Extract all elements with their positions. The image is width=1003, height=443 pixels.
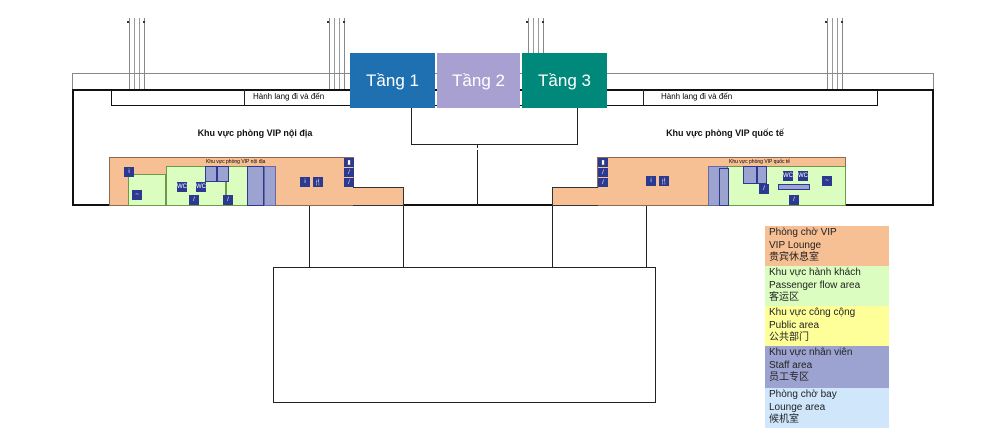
legend-text-zh: 候机室 xyxy=(769,414,799,425)
legend-text-vi: Khu vực công cộng xyxy=(769,307,856,318)
map-label: Khu vực phòng VIP nội địa xyxy=(206,159,266,165)
legend-text-zh: 员工专区 xyxy=(769,372,809,383)
info-icon: i xyxy=(300,177,310,187)
connector-line xyxy=(646,206,647,268)
legend-text-en: Public area xyxy=(769,319,820,331)
smoking-icon: ~ xyxy=(132,190,142,200)
wc-icon: WC xyxy=(196,182,206,192)
stairs-icon: / xyxy=(344,178,354,187)
international-vip-extension xyxy=(552,187,598,206)
escalator-icon: / xyxy=(344,168,354,177)
divider xyxy=(477,144,478,148)
legend-text-zh: 客运区 xyxy=(769,292,799,303)
elevator-icon: ▮ xyxy=(344,158,354,167)
domestic-vip-extension xyxy=(353,187,404,206)
legend-text-en: Lounge area xyxy=(769,401,826,413)
stairs-icon: / xyxy=(189,195,199,205)
corridor-label-left: Hành lang đi và đến xyxy=(253,92,325,101)
international-vip-title: Khu vực phòng VIP quốc tế xyxy=(666,128,784,138)
legend-text-en: VIP Lounge xyxy=(769,239,822,251)
legend-text-en: Staff area xyxy=(769,359,813,371)
stairs-icon: / xyxy=(223,195,233,205)
stairs-icon: / xyxy=(759,184,769,194)
tab-label: Tầng 3 xyxy=(538,70,591,90)
legend-text-vi: Khu vực hành khách xyxy=(769,267,861,278)
domestic-vip-title: Khu vực phòng VIP nội địa xyxy=(197,128,313,138)
corridor-divider xyxy=(244,89,245,106)
pillar xyxy=(825,18,843,90)
pillar xyxy=(127,18,145,90)
stairs-icon: / xyxy=(598,178,608,187)
legend-text-vi: Phòng chờ VIP xyxy=(769,227,837,238)
connector-line xyxy=(552,206,553,268)
wc-icon: WC xyxy=(783,171,793,181)
legend-text-zh: 贵宾休息室 xyxy=(769,252,819,263)
map-label: Khu vực phòng VIP quốc tế xyxy=(729,159,791,165)
info-icon: i xyxy=(124,167,134,177)
tab-label: Tầng 1 xyxy=(366,70,419,90)
restaurant-icon: 🍴 xyxy=(659,176,669,186)
wc-icon: WC xyxy=(177,182,187,192)
divider xyxy=(477,150,478,206)
tab-floor-3[interactable]: Tầng 3 xyxy=(522,53,607,108)
connector-line xyxy=(309,206,310,268)
legend-text-en: Passenger flow area xyxy=(769,279,861,291)
wc-icon: WC xyxy=(798,171,808,181)
smoking-icon: ~ xyxy=(822,176,832,186)
tab-floor-2[interactable]: Tầng 2 xyxy=(437,53,520,108)
elevator-icon: ▮ xyxy=(598,158,608,167)
floor-connector xyxy=(411,106,578,145)
info-icon: i xyxy=(646,176,656,186)
legend-text-vi: Khu vực nhân viên xyxy=(769,347,853,358)
domestic-vip-map[interactable]: i ~ WC WC / / i 🍴 ▮ / / Khu vực phòng VI… xyxy=(109,157,354,206)
international-vip-map[interactable]: ▮ / / i 🍴 WC WC ~ / / Khu vực phòng VIP … xyxy=(597,157,846,206)
legend-text-vi: Phòng chờ bay xyxy=(769,389,837,400)
corridor-divider xyxy=(643,89,644,106)
legend-text-zh: 公共部门 xyxy=(769,332,809,343)
restaurant-icon: 🍴 xyxy=(313,177,323,187)
tab-floor-1[interactable]: Tầng 1 xyxy=(350,53,435,108)
stairs-icon: / xyxy=(789,195,799,205)
tab-label: Tầng 2 xyxy=(452,70,505,90)
lower-block xyxy=(273,267,656,403)
corridor-label-right: Hành lang đi và đến xyxy=(661,92,733,101)
pillar xyxy=(327,18,345,90)
escalator-icon: / xyxy=(598,168,608,177)
connector-line xyxy=(403,206,404,268)
